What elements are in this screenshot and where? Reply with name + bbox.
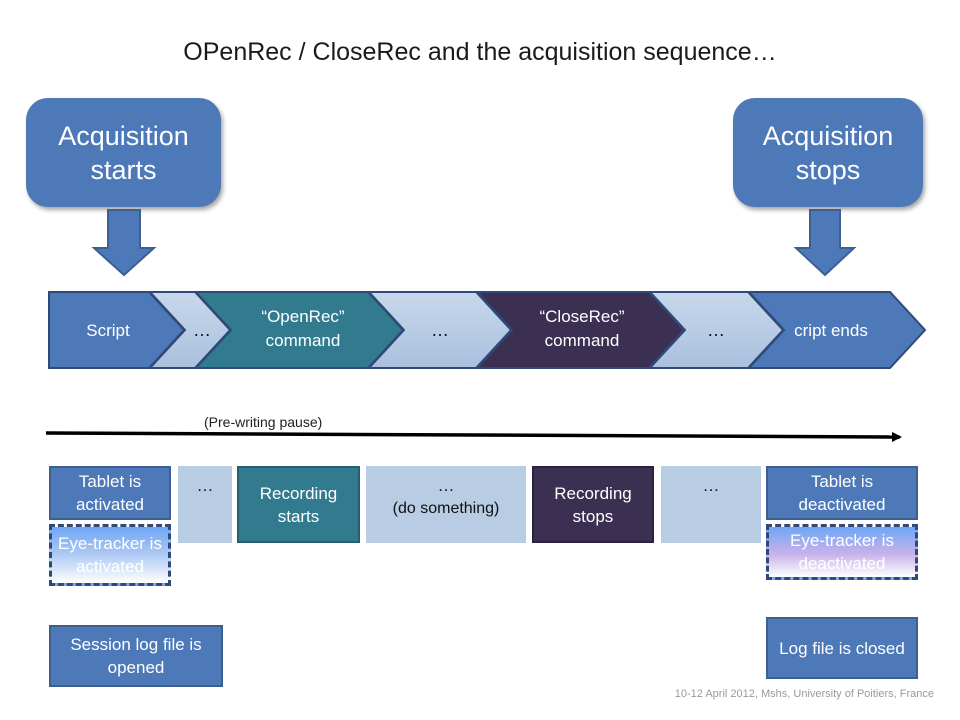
eye-tracker-activated-box: Eye-tracker is activated [49,524,171,586]
chevron-dots1-label: … [193,320,211,340]
dots-box-c: … [661,466,761,543]
callout-stop-line2: stops [795,154,861,185]
eye-tracker-activated-label: Eye-tracker is activated [58,534,162,576]
eye-tracker-deactivated-label: Eye-tracker is deactivated [790,531,894,573]
chevron-script [48,291,186,369]
dots-a-label: … [196,476,214,495]
do-something-box: … (do something) [366,466,526,543]
down-arrow-right-icon [793,209,857,277]
acquisition-stops-callout: Acquisition stops [733,98,923,207]
dots-box-a: … [178,466,232,543]
dots-c-label: … [702,476,720,495]
pre-writing-pause-label: (Pre-writing pause) [204,414,323,430]
footer-text: 10-12 April 2012, Mshs, University of Po… [674,688,934,700]
chevron-closerec-line2: command [545,331,620,350]
callout-start-line1: Acquisition [58,120,189,151]
down-arrow-left-icon [91,209,157,277]
tablet-activated-box: Tablet is activated [49,466,171,520]
recording-starts-box: Recording starts [237,466,360,543]
tablet-activated-label: Tablet is activated [75,472,145,514]
do-something-label: (do something) [392,500,500,517]
timeline-arrow [45,431,902,442]
session-log-opened-box: Session log file is opened [49,625,223,687]
chevron-script-label: Script [86,321,130,340]
chevron-dots3-label: … [707,320,725,340]
chevron-dots2-label: … [431,320,449,340]
session-log-opened-label: Session log file is opened [70,635,202,677]
recording-stops-label: Recording stops [554,483,632,526]
tablet-deactivated-box: Tablet is deactivated [766,466,918,520]
chevron-script-ends-label: cript ends [794,321,868,340]
eye-tracker-deactivated-box: Eye-tracker is deactivated [766,524,918,580]
tablet-deactivated-label: Tablet is deactivated [798,472,886,514]
recording-stops-box: Recording stops [532,466,654,543]
acquisition-starts-callout: Acquisition starts [26,98,221,207]
page-title: OPenRec / CloseRec and the acquisition s… [183,38,777,66]
log-file-closed-label: Log file is closed [779,638,905,658]
chevron-openrec-line1: “OpenRec” [261,307,344,326]
recording-starts-label: Recording starts [259,483,338,526]
chevron-closerec-line1: “CloseRec” [539,307,624,326]
log-file-closed-box: Log file is closed [766,617,918,679]
dots-b-label: … [437,476,455,495]
callout-start-line2: starts [90,154,157,185]
callout-stop-line1: Acquisition [762,120,894,151]
chevron-openrec-line2: command [266,331,341,350]
